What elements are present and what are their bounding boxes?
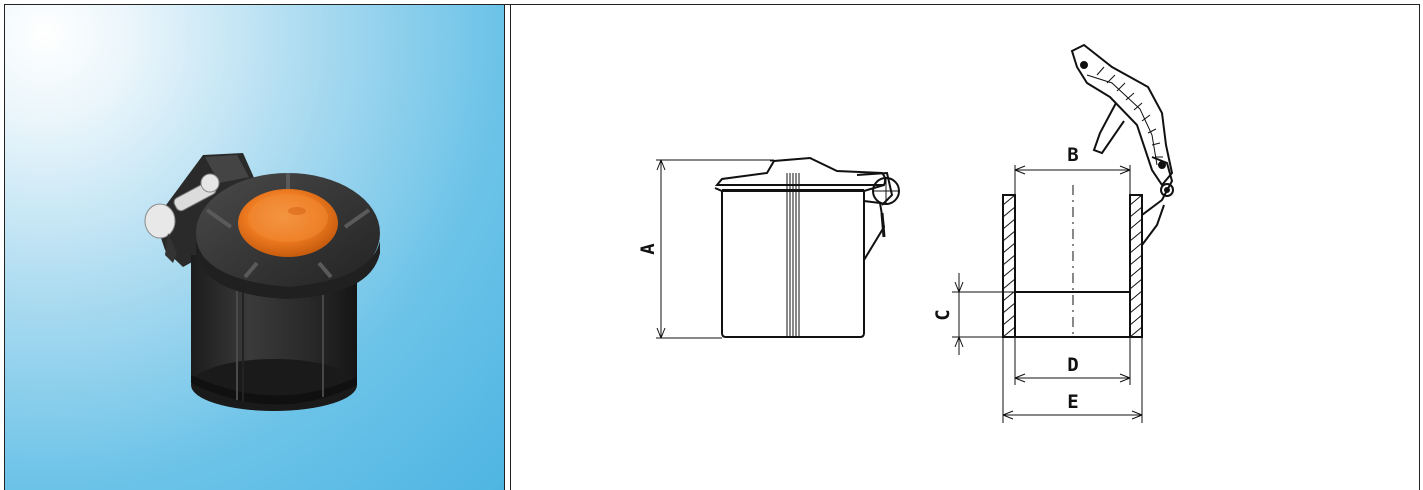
dimension-c-label: C [932, 309, 954, 320]
layout-frame [4, 4, 1420, 490]
product-photo [5, 5, 504, 490]
dimension-d-line [1014, 337, 1131, 385]
dimension-b-line [1014, 165, 1131, 195]
dimension-e-line [1002, 337, 1143, 423]
cap-3d-illustration [144, 153, 380, 411]
dimension-a-label: A [637, 243, 659, 255]
dimension-b-label: B [1067, 144, 1078, 166]
dimension-e-label: E [1067, 391, 1078, 413]
dimension-a-line [656, 159, 774, 339]
dimension-drawing: A B C D E [637, 43, 1174, 423]
panel-divider-right [510, 4, 511, 490]
dimension-d-label: D [1067, 354, 1078, 376]
section-view [1002, 43, 1174, 338]
closed-cap-view [714, 156, 900, 338]
panel-divider-left [504, 4, 505, 490]
technical-drawing: A B C D E [512, 5, 1419, 490]
dimension-c-line [952, 273, 1015, 355]
